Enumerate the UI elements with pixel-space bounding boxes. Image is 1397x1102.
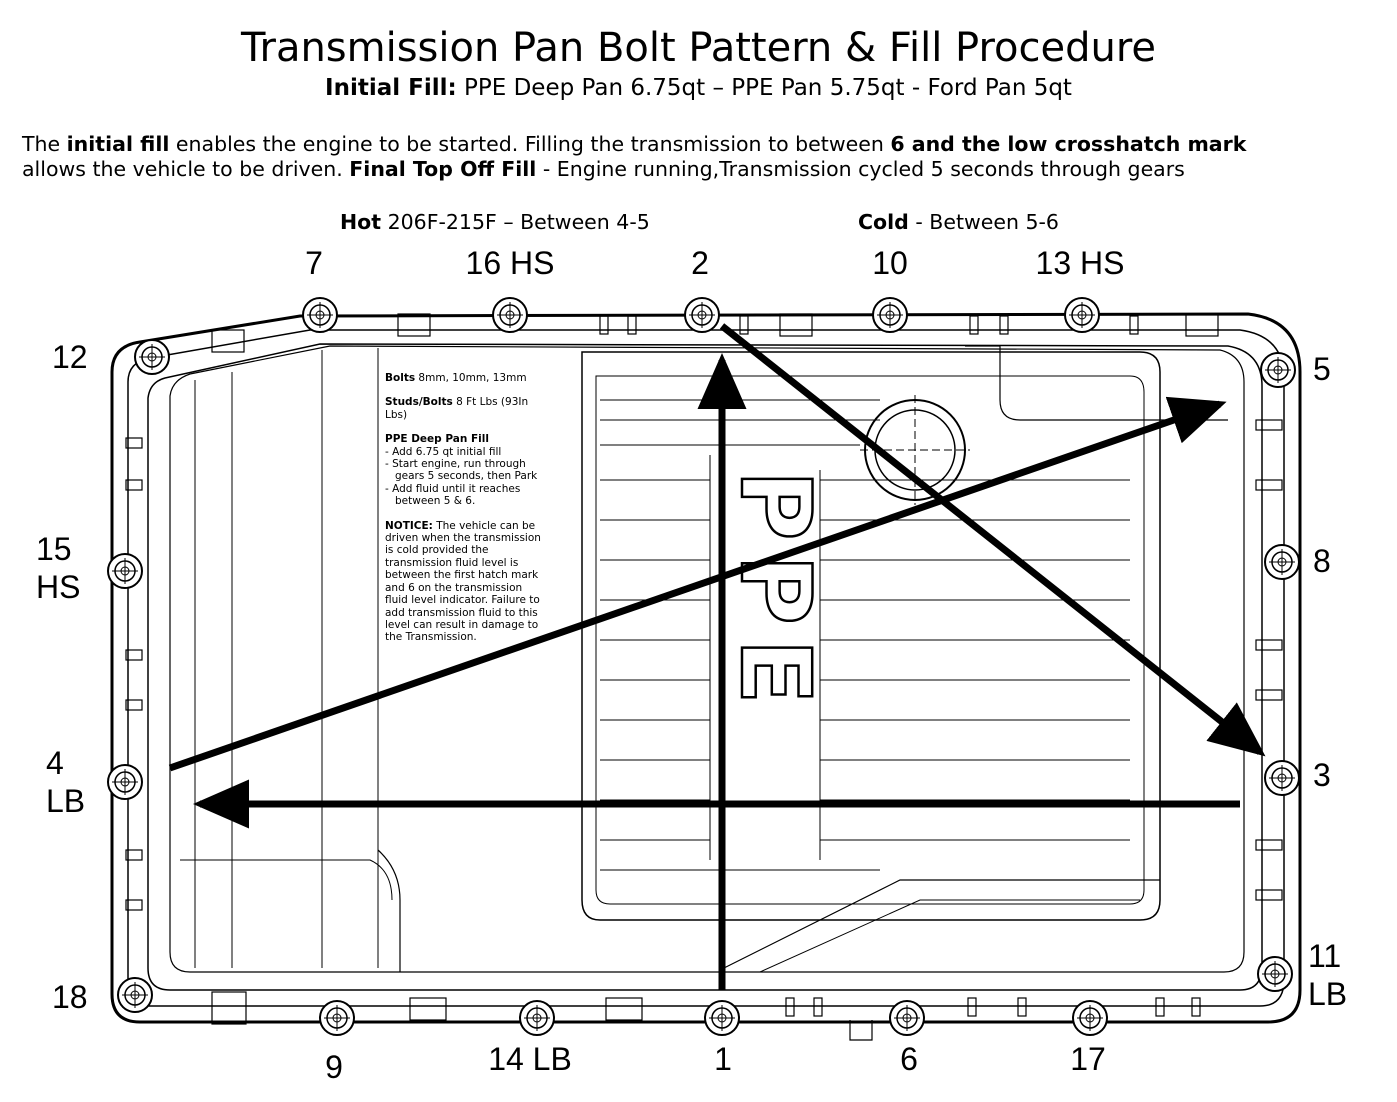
- studs-note-text: 8 Ft Lbs (93In Lbs): [385, 396, 529, 421]
- initial-fill-label: Initial Fill:: [325, 75, 457, 101]
- bolt-head-icon: [1264, 760, 1300, 796]
- bolt-label-18: 18: [52, 979, 88, 1015]
- bolt-label-17: 17: [1070, 1041, 1106, 1077]
- bolt-head-icon: [684, 297, 720, 333]
- bolt-group: [107, 297, 1300, 1036]
- bolts-note-label: Bolts: [385, 372, 416, 384]
- bolt-head-icon: [1264, 544, 1300, 580]
- bolt-head-icon: [107, 553, 143, 589]
- notice-text: The vehicle can be driven when the trans…: [385, 519, 541, 644]
- bolt-label-8: 8: [1313, 543, 1331, 579]
- bolt-label-10: 10: [872, 245, 908, 281]
- bolt-label-11: 11: [1308, 938, 1342, 974]
- cold-label: Cold: [858, 210, 909, 234]
- bolt-head-icon: [889, 1000, 925, 1036]
- hot-label: Hot: [340, 210, 382, 234]
- bolt-label-16: 16 HS: [465, 245, 555, 281]
- bolt-label-6: 6: [900, 1041, 918, 1077]
- arrow-diagonal-up: [168, 396, 1227, 772]
- fill-step: - Start engine, run through: [385, 458, 526, 471]
- initial-fill-subtitle: Initial Fill: PPE Deep Pan 6.75qt – PPE …: [0, 74, 1397, 102]
- bolt-head-icon: [319, 1000, 355, 1036]
- bolt-head-icon: [1257, 956, 1293, 992]
- notice-note: NOTICE: The vehicle can be driven when t…: [385, 520, 545, 644]
- bolt-label-1: 1: [714, 1041, 732, 1077]
- pan-notes: Bolts 8mm, 10mm, 13mm Studs/Bolts 8 Ft L…: [385, 372, 545, 656]
- bolt-head-icon: [704, 1000, 740, 1036]
- page-title: Transmission Pan Bolt Pattern & Fill Pro…: [240, 25, 1157, 71]
- bolt-head-icon: [519, 1000, 555, 1036]
- bolt-head-icon: [107, 764, 143, 800]
- bolt-label-4: 4: [46, 745, 64, 781]
- fin-area: [581, 351, 1161, 921]
- studs-note: Studs/Bolts 8 Ft Lbs (93In Lbs): [385, 396, 545, 421]
- bolt-label-5: 5: [1313, 351, 1331, 387]
- bolt-head-icon: [492, 297, 528, 333]
- fill-step: - Add 6.75 qt initial fill: [385, 445, 502, 458]
- bolt-label-14: 14 LB: [488, 1041, 572, 1077]
- bolt-label-7: 7: [305, 245, 323, 281]
- intro-text: The: [22, 132, 67, 156]
- bolt-label-2: 2: [691, 245, 709, 281]
- bolt-label-4-lb: LB: [46, 783, 86, 819]
- arrow-diagonal-down: [719, 323, 1266, 757]
- bolt-head-icon: [1072, 1000, 1108, 1036]
- deep-pan-fill-title: PPE Deep Pan Fill: [385, 433, 489, 446]
- bolt-label-15: 15: [36, 531, 72, 567]
- bolt-label-3: 3: [1313, 757, 1331, 793]
- intro-text: allows the vehicle to be driven.: [22, 157, 350, 181]
- bolt-label-9: 9: [325, 1049, 343, 1085]
- ppe-logo: PPE: [718, 469, 833, 720]
- svg-text:PPE: PPE: [719, 470, 831, 718]
- sequence-arrows: [168, 323, 1266, 990]
- pan-outline: [110, 312, 1302, 1024]
- deep-pan-fill-note: PPE Deep Pan Fill - Add 6.75 qt initial …: [385, 433, 545, 507]
- bolt-head-icon: [872, 297, 908, 333]
- intro-paragraph: The initial fill enables the engine to b…: [22, 132, 1382, 182]
- notice-label: NOTICE:: [385, 519, 433, 532]
- intro-text: - Engine running,Transmission cycled 5 s…: [536, 157, 1185, 181]
- cold-text: - Between 5-6: [908, 210, 1059, 234]
- bolt-head-icon: [1260, 352, 1296, 388]
- intro-bold: initial fill: [66, 132, 170, 156]
- initial-fill-text: PPE Deep Pan 6.75qt – PPE Pan 5.75qt - F…: [456, 75, 1072, 101]
- studs-note-label: Studs/Bolts: [385, 396, 453, 409]
- intro-bold: Final Top Off Fill: [349, 157, 537, 181]
- hot-fill-level: Hot 206F-215F – Between 4-5: [340, 209, 650, 235]
- fill-step: between 5 & 6.: [395, 495, 476, 508]
- bolts-note-text: 8mm, 10mm, 13mm: [415, 372, 527, 384]
- bolt-head-icon: [1064, 297, 1100, 333]
- intro-bold: 6 and the low crosshatch mark: [890, 132, 1247, 156]
- bolt-label-15-hs: HS: [36, 569, 81, 605]
- cold-fill-level: Cold - Between 5-6: [858, 209, 1059, 235]
- right-fins: [819, 470, 1130, 860]
- bolt-head-icon: [134, 339, 170, 375]
- bolts-note: Bolts 8mm, 10mm, 13mm: [385, 372, 545, 384]
- bolt-label-12: 12: [52, 339, 88, 375]
- pan-body: [169, 345, 1245, 973]
- fill-step: gears 5 seconds, then Park: [395, 470, 538, 483]
- bolt-label-13: 13 HS: [1035, 245, 1125, 281]
- intro-text: enables the engine to be started. Fillin…: [169, 132, 891, 156]
- bolt-head-icon: [117, 977, 153, 1013]
- hot-text: 206F-215F – Between 4-5: [381, 210, 650, 234]
- fill-step: - Add fluid until it reaches: [385, 482, 521, 495]
- bolt-label-11-lb: LB: [1308, 976, 1348, 1012]
- bolt-head-icon: [302, 297, 338, 333]
